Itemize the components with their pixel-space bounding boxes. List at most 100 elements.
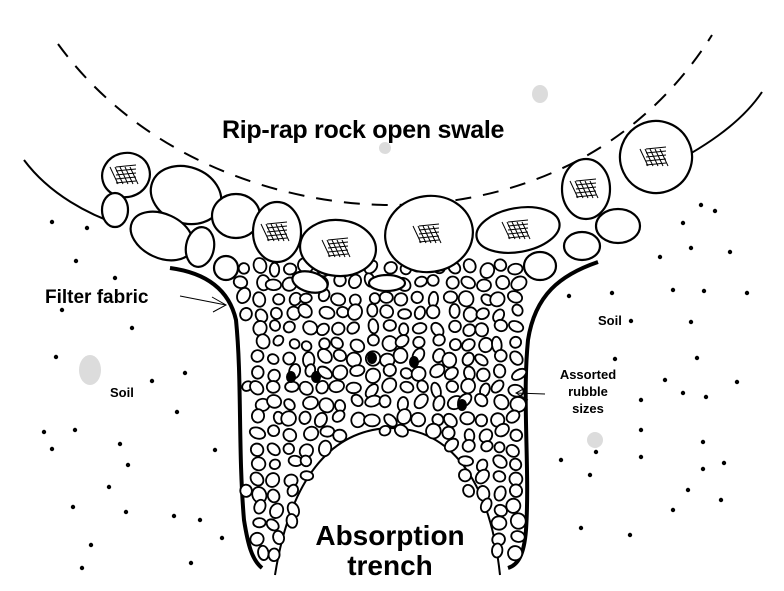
rip-rap-rock xyxy=(475,206,561,254)
rubble-stone xyxy=(491,542,504,559)
rock-hatch xyxy=(114,166,124,185)
rubble-stone xyxy=(393,292,409,307)
rubble-stone xyxy=(316,322,330,337)
rubble-stone xyxy=(378,290,394,304)
rubble-stone xyxy=(272,293,286,306)
rock-hatch xyxy=(417,225,427,244)
rock-hatch xyxy=(265,223,275,242)
filter-fabric-right xyxy=(507,260,599,570)
rubble-stone xyxy=(492,308,506,323)
gray-smudges xyxy=(79,85,603,448)
rock-outline xyxy=(184,226,216,268)
rock-hatch xyxy=(507,235,529,239)
rubble-stone xyxy=(270,306,283,320)
rubble-stone xyxy=(366,303,379,318)
rubble-stone xyxy=(457,290,475,308)
rock-hatch xyxy=(266,221,288,225)
rubble-stone xyxy=(330,336,344,350)
rubble-stone xyxy=(249,531,265,547)
rubble-stone xyxy=(397,308,413,320)
rubble-stone xyxy=(511,367,528,381)
rubble-stone xyxy=(252,257,268,274)
rubble-dark-stone xyxy=(409,356,419,368)
rubble-stone xyxy=(286,483,299,498)
rubble-stone xyxy=(269,319,281,332)
rock-hatch xyxy=(129,166,139,185)
rubble-stone xyxy=(443,437,460,453)
rubble-stone xyxy=(445,380,459,393)
rubble-stone xyxy=(347,303,363,321)
rubble-stone xyxy=(282,351,297,366)
rubble-stone xyxy=(459,411,476,426)
rubble-stone xyxy=(443,412,458,428)
rock-hatch xyxy=(432,225,442,244)
rubble-stone xyxy=(399,380,415,394)
soil-dot xyxy=(84,225,90,231)
rubble-stone xyxy=(410,290,424,304)
rubble-stone xyxy=(382,319,397,332)
rock-hatch xyxy=(521,221,531,240)
rock-hatch xyxy=(119,166,129,185)
rubble-stone xyxy=(494,348,508,363)
rock-hatch xyxy=(280,223,290,242)
rock-hatch xyxy=(331,239,341,258)
soil-dot xyxy=(587,472,593,478)
rubble-stone xyxy=(476,367,491,383)
rubble-stone xyxy=(396,408,412,425)
rock-hatch xyxy=(507,231,529,235)
rubble-stone xyxy=(239,483,253,498)
rock-hatch xyxy=(270,223,280,242)
rubble-stone xyxy=(478,428,494,444)
rubble-stone xyxy=(350,393,364,408)
rip-rap-rocks xyxy=(100,119,694,294)
soil-dot xyxy=(638,427,644,433)
rubble-stone xyxy=(272,529,286,546)
rubble-stone xyxy=(412,335,426,349)
rubble-stone xyxy=(474,413,489,428)
rip-rap-rock xyxy=(100,191,130,229)
soil-dot xyxy=(73,258,79,264)
rubble-stone xyxy=(426,274,440,287)
rock-hatch xyxy=(574,180,584,199)
soil-dot xyxy=(182,370,188,376)
rubble-label-line: rubble xyxy=(568,384,608,399)
soil-dot xyxy=(212,447,218,453)
rubble-stone xyxy=(448,338,462,352)
rip-rap-rock xyxy=(251,200,303,264)
rock-hatch xyxy=(321,239,331,258)
rubble-stone xyxy=(318,397,335,414)
rubble-stone xyxy=(266,353,280,365)
rubble-stone xyxy=(413,393,429,410)
rock-outline xyxy=(560,157,612,221)
rubble-stone xyxy=(249,471,265,487)
rock-hatch xyxy=(575,194,597,198)
soil-label-left: Soil xyxy=(110,385,134,400)
soil-dots xyxy=(41,202,750,571)
rubble-arrow xyxy=(514,386,546,401)
rock-outline xyxy=(618,119,694,195)
soil-dot xyxy=(219,535,225,541)
rock-hatch xyxy=(422,225,432,244)
rubble-dark-stone xyxy=(286,371,296,383)
rubble-stone xyxy=(378,424,392,437)
rubble-stone xyxy=(298,380,314,396)
rubble-stone xyxy=(474,353,489,367)
rubble-stone xyxy=(474,468,490,485)
rubble-stone xyxy=(432,394,446,412)
soil-dot xyxy=(123,509,129,515)
rubble-stone xyxy=(460,275,476,290)
rubble-stone xyxy=(510,530,526,543)
rubble-stone xyxy=(250,349,265,363)
rubble-label-line: sizes xyxy=(572,401,604,416)
diagram-title: Rip-rap rock open swale xyxy=(222,116,505,144)
rubble-stone xyxy=(251,365,265,380)
smudge xyxy=(379,142,391,154)
rubble-stone xyxy=(332,428,348,443)
rubble-stone xyxy=(458,468,472,483)
rubble-stone xyxy=(282,442,295,455)
rubble-stone xyxy=(266,442,281,457)
rubble-stone xyxy=(492,363,507,379)
rock-hatch xyxy=(507,219,529,223)
rubble-stone xyxy=(413,305,426,320)
